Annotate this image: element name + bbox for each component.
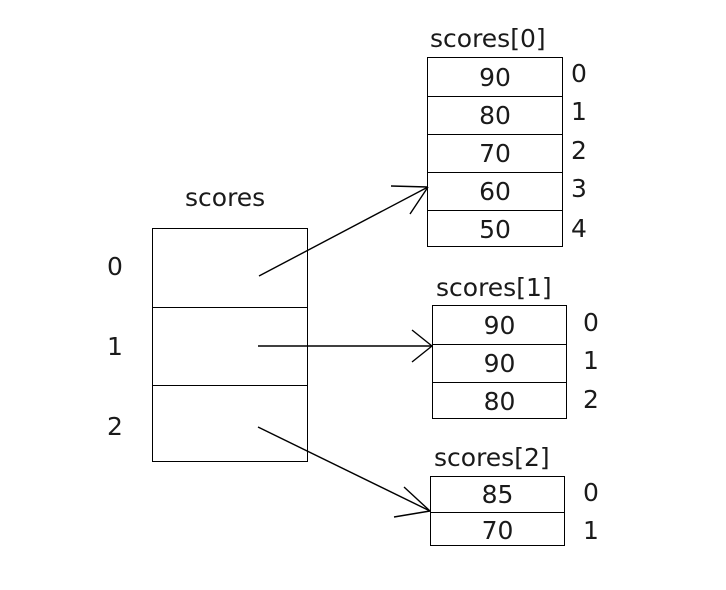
array-cell: 90 <box>479 62 511 92</box>
array-cell: 80 <box>433 382 566 420</box>
pointer-arrow-1 <box>258 329 433 363</box>
array-index-label: 0 <box>571 59 587 88</box>
outer-index-label: 2 <box>107 412 123 441</box>
array-cell: 70 <box>428 134 562 172</box>
inner-array-label-2: scores[2] <box>434 443 550 472</box>
inner-array-box-2: 85 70 <box>430 476 565 546</box>
outer-index-label: 0 <box>107 252 123 281</box>
array-cell: 90 <box>433 344 566 382</box>
array-index-label: 0 <box>583 308 599 337</box>
array-cell: 85 <box>481 480 514 509</box>
inner-array-box-1: 90 90 80 <box>432 305 567 419</box>
array-cell: 70 <box>431 512 564 547</box>
outer-array-box <box>152 228 308 462</box>
array-index-label: 2 <box>583 385 599 414</box>
inner-array-box-0: 90 80 70 60 50 <box>427 57 563 247</box>
array-index-label: 3 <box>571 174 587 203</box>
outer-index-label: 1 <box>107 332 123 361</box>
outer-array-label: scores <box>185 183 266 212</box>
pointer-arrow-0 <box>258 185 429 277</box>
array-cell: 90 <box>483 310 516 340</box>
pointer-arrow-2 <box>257 426 431 518</box>
array-cell: 50 <box>428 210 562 248</box>
array-index-label: 1 <box>583 516 599 545</box>
array-index-label: 2 <box>571 136 587 165</box>
array-index-label: 4 <box>571 214 587 243</box>
array-index-label: 0 <box>583 478 599 507</box>
array-index-label: 1 <box>583 346 599 375</box>
array-cell: 60 <box>428 172 562 210</box>
inner-array-label-1: scores[1] <box>436 273 552 302</box>
inner-array-label-0: scores[0] <box>430 24 546 53</box>
array-index-label: 1 <box>571 97 587 126</box>
outer-array-row <box>153 307 307 385</box>
outer-array-row <box>153 385 307 463</box>
array-cell: 80 <box>428 96 562 134</box>
